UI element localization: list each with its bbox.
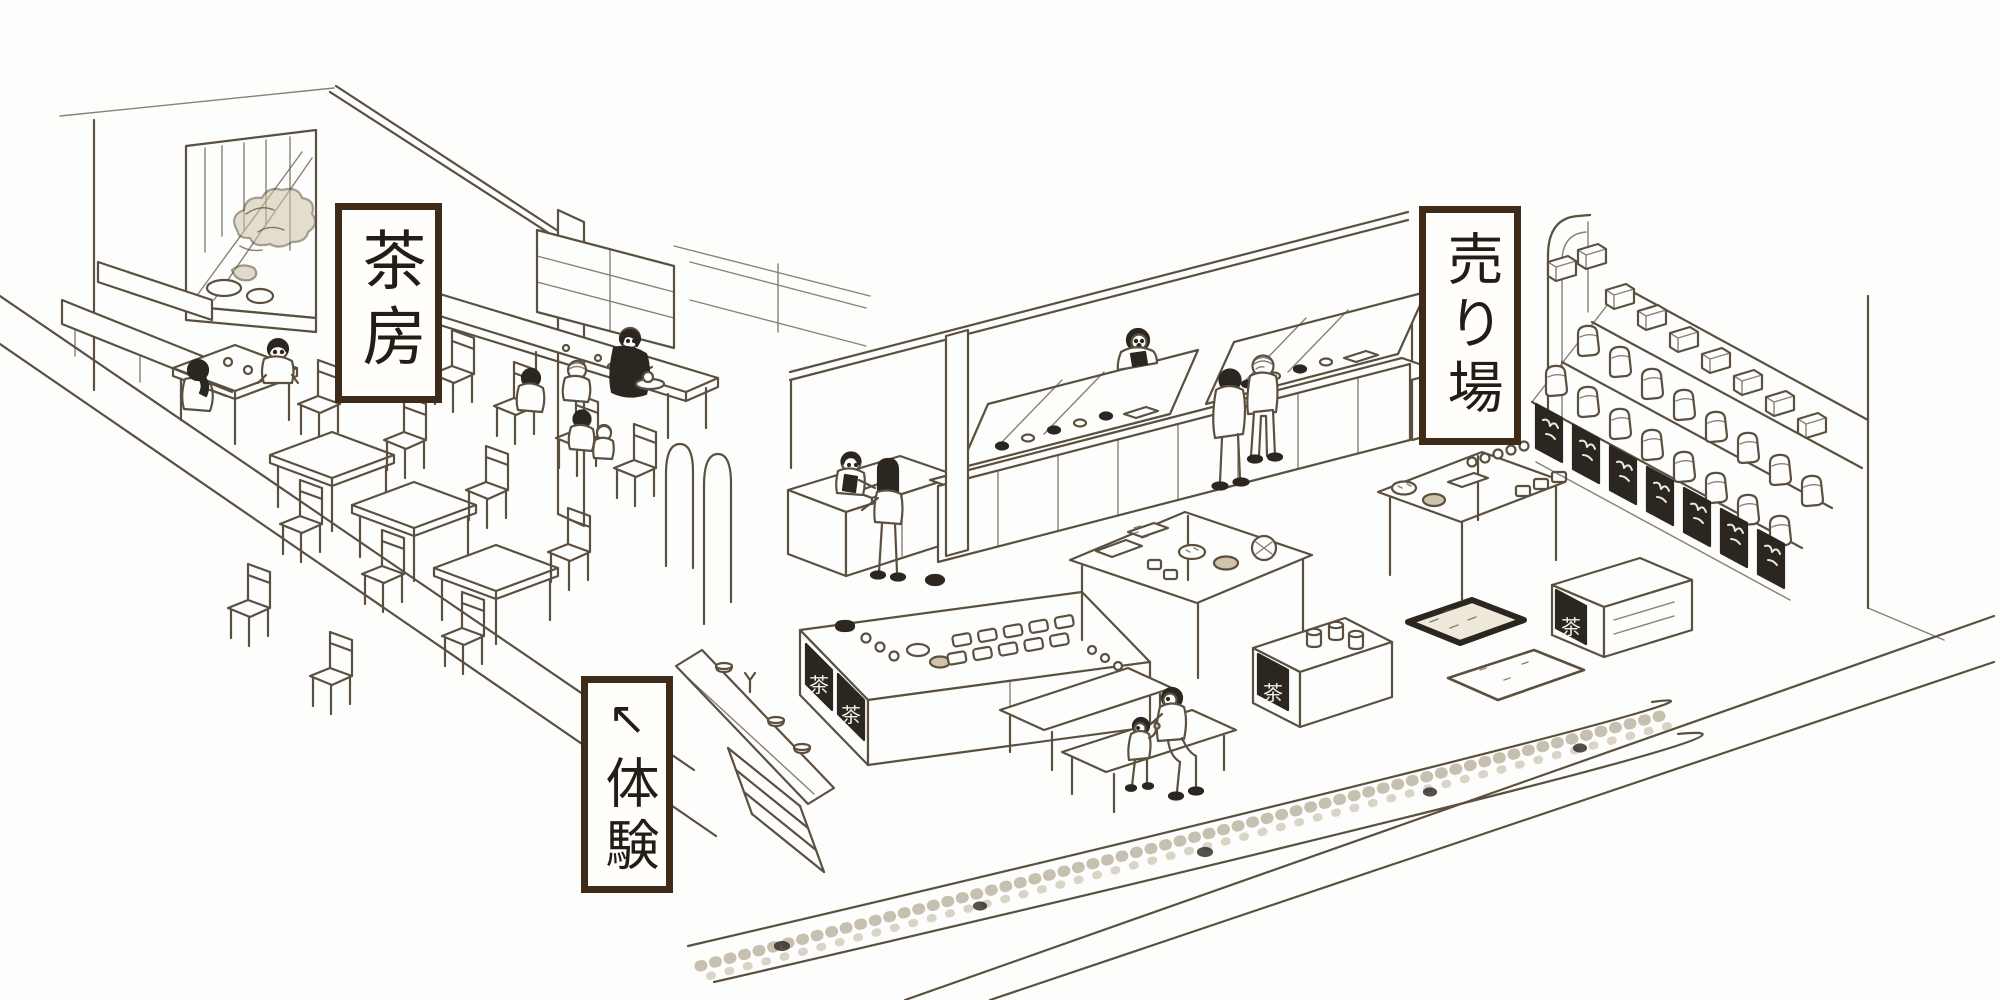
display-table-baskets [1068,510,1314,680]
tea-kanji-tile-label: 茶 [841,703,861,727]
person-register-staff [835,451,877,497]
pebble-strip [686,699,1704,984]
people [181,326,1284,801]
wrapping-counter [786,454,960,578]
person-register-customer [860,457,907,582]
tea-kanji-tile-label: 茶 [809,673,829,697]
person-customer-dark-hair [1211,368,1250,491]
person-longtable-guest-2 [561,359,592,404]
sign-sales-floor-label: 売り場 [1438,229,1503,422]
person-longtable-guest-3 [567,409,596,453]
entrance-floor [686,597,1996,1000]
sign-cafe: 茶房 [335,203,442,403]
packet-grid [946,614,1075,666]
stairs-to-experience [674,648,836,874]
person-longtable-child [592,423,615,461]
display-table-trays [1376,440,1568,602]
sign-experience: ↖ 体験 [581,676,673,893]
sign-cafe-label: 茶房 [351,227,426,379]
person-counter-staff [1116,327,1159,372]
shelf-wall-products [1530,242,1870,601]
garden-mural [184,128,318,334]
island-display-tea-chests: 茶 茶 [798,573,1152,767]
chest-with-canisters: 茶 [1251,616,1394,729]
doormat-dark [1405,597,1527,646]
person-cafe-staff [609,326,666,398]
person-cafe-guest-ponytail [181,358,228,413]
person-cafe-guest-facing [256,337,300,385]
up-left-arrow-icon: ↖ [607,690,647,745]
person-longtable-guest-1 [515,367,546,414]
person-child-on-bench [1124,716,1161,792]
cafe-tables-and-chairs [171,343,592,716]
chest-right: 茶 [1550,556,1694,659]
person-customer-light-hair [1246,354,1284,464]
tea-kanji-tile-label: 茶 [1561,615,1581,639]
sign-sales-floor: 売り場 [1419,206,1521,445]
sign-experience-label: 体験 [596,754,659,879]
tea-kanji-tile-label: 茶 [1263,681,1283,705]
doormat-light [1446,648,1586,702]
